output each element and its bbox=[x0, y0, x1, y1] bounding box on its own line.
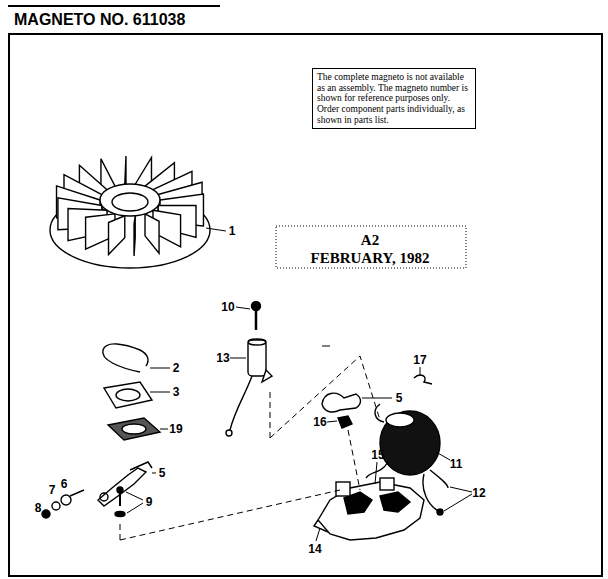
date-stamp: A2 bbox=[361, 233, 379, 248]
callout-number: 15 bbox=[371, 449, 384, 461]
callout-number: 3 bbox=[173, 386, 180, 398]
callout-number: 8 bbox=[35, 502, 42, 514]
flywheel-bore bbox=[112, 193, 148, 211]
flywheel-fin bbox=[134, 216, 135, 256]
flywheel-fin bbox=[109, 216, 125, 255]
diagram-title: MAGNETO NO. 611038 bbox=[14, 12, 185, 28]
note-box: The complete magneto is not available as… bbox=[312, 68, 476, 129]
callout-number: 17 bbox=[413, 354, 426, 366]
callout-number: 13 bbox=[216, 352, 229, 364]
callout-number: 16 bbox=[313, 416, 326, 428]
callout-number: 6 bbox=[61, 478, 68, 490]
callout-number: 5 bbox=[159, 467, 166, 479]
flywheel-base bbox=[50, 192, 210, 268]
note-text: The complete magneto is not available as… bbox=[317, 72, 471, 125]
callout-number: 7 bbox=[49, 484, 56, 496]
callout-number: 11 bbox=[450, 458, 463, 470]
date-stamp: FEBRUARY, 1982 bbox=[311, 251, 430, 266]
callout-number: 1 bbox=[229, 225, 236, 237]
flywheel-hub bbox=[100, 184, 160, 216]
flywheel-fin bbox=[145, 214, 159, 253]
callout-number: 9 bbox=[146, 496, 153, 508]
callout-number: 2 bbox=[173, 362, 180, 374]
callout-number: 5 bbox=[396, 392, 403, 404]
callout-number: 14 bbox=[308, 543, 321, 555]
callout-number: 12 bbox=[472, 487, 485, 499]
callout-number: 10 bbox=[221, 301, 234, 313]
callout-number: 19 bbox=[169, 423, 182, 435]
